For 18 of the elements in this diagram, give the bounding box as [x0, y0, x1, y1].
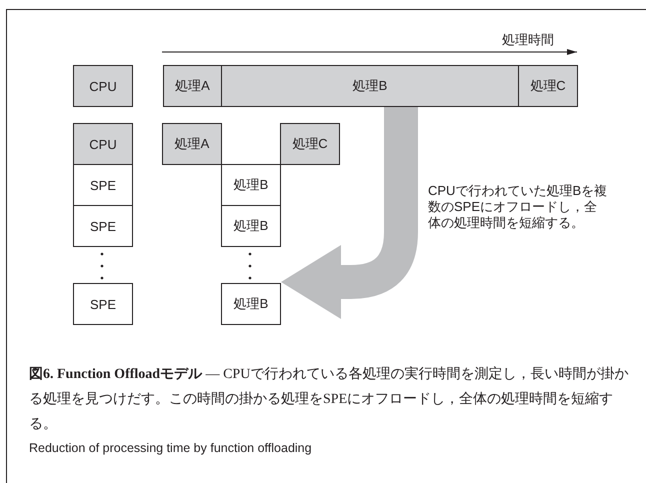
process-box: SPE — [73, 164, 133, 206]
process-box: CPU — [73, 65, 133, 107]
process-box: CPU — [73, 123, 133, 165]
process-box: 処理A — [163, 65, 222, 107]
process-box: 処理B — [221, 283, 281, 325]
process-box: 処理B — [221, 205, 281, 247]
axis-label: 処理時間 — [502, 32, 555, 48]
process-box: SPE — [73, 283, 133, 325]
caption-subtitle: Reduction of processing time by function offloading — [29, 440, 313, 456]
curved-arrow — [281, 107, 418, 319]
process-box: SPE — [73, 205, 133, 247]
process-box: 処理B — [221, 164, 281, 206]
process-box: 処理C — [518, 65, 578, 107]
process-box: 処理A — [162, 123, 222, 165]
process-box: 処理B — [221, 65, 519, 107]
caption: 図6. Function Offloadモデル — CPUで行われている各処理の実行時間を測定し，長い時間が掛かる処理を見つけだす。この時間の掛かる処理をSPEにオフロードし，全体の処理時間を短縮する。 — [29, 365, 630, 434]
process-box: 処理C — [280, 123, 340, 165]
annotation-text: CPUで行われていた処理Bを複数のSPEにオフロードし，全体の処理時間を短縮する。 — [428, 183, 608, 231]
